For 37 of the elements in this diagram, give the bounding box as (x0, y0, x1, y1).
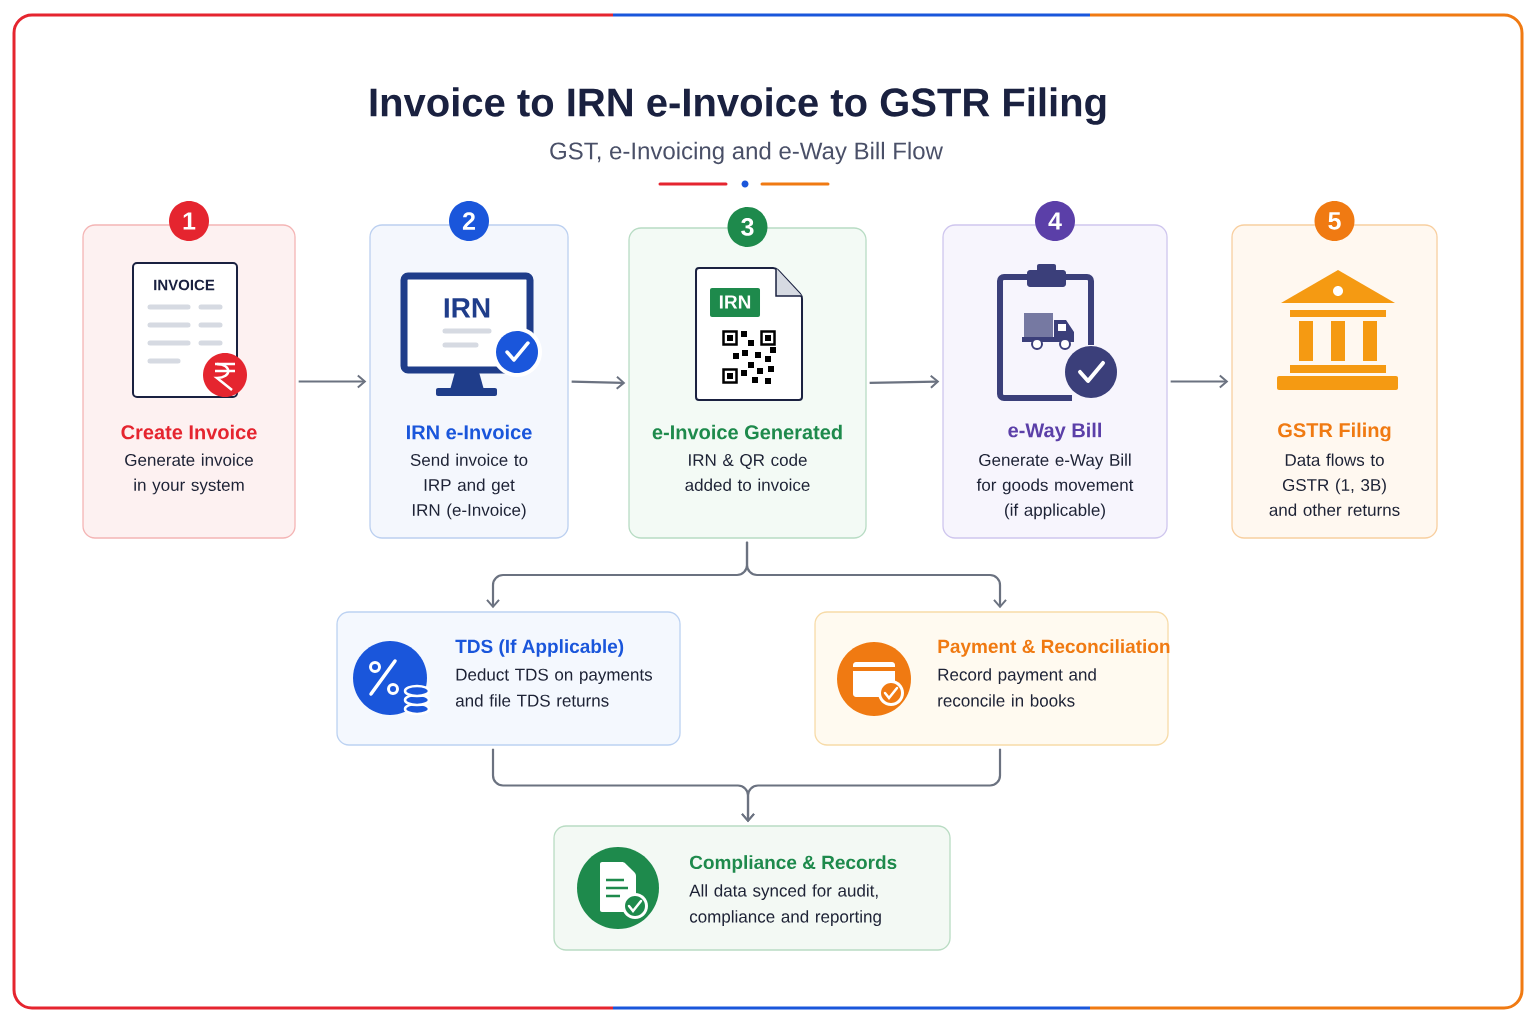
card-title: TDS (If Applicable) (455, 639, 624, 657)
step-card (628, 207, 867, 539)
step-description: Data flows to GSTR (1, 3B) and other returns (1269, 453, 1400, 516)
arrow (741, 748, 1002, 823)
step-title: e-Way Bill (1008, 422, 1101, 442)
step-card (82, 201, 296, 539)
card-description: All data synced for audit, compliance and reporting (689, 884, 881, 927)
number-badge: 3 (727, 207, 768, 247)
info-card (553, 825, 951, 951)
number-badge: 1 (169, 201, 209, 241)
step-card (942, 201, 1168, 539)
info-card (814, 611, 1170, 746)
number-badge: 4 (1035, 201, 1075, 241)
step-description: Send invoice to IRP and get IRN (e-Invoice) (410, 453, 528, 520)
step-description: Generate invoice in your system (125, 453, 253, 495)
step-title: Create Invoice (121, 424, 257, 440)
step-card (369, 201, 569, 539)
number-badge: 5 (1314, 201, 1355, 241)
arrow (869, 374, 940, 389)
arrow (1170, 374, 1229, 389)
step-card (1231, 201, 1438, 539)
step-description: IRN & QR code added to invoice (685, 453, 810, 491)
arrow (298, 374, 367, 389)
title: Invoice to IRN e-Invoice to GSTR Filing (370, 87, 1106, 125)
step-title: GSTR Filing (1278, 422, 1391, 442)
card-title: Compliance & Records (690, 855, 897, 873)
card-description: Deduct TDS on payments and file TDS returns (455, 668, 653, 707)
card-description: Record payment and reconcile in books (938, 668, 1096, 707)
arrow (745, 541, 1007, 609)
step-description: Generate e-Way Bill for goods movement (if applicable) (976, 453, 1134, 520)
number-badge: 2 (449, 201, 489, 241)
info-card (336, 611, 681, 746)
step-title: e-Invoice Generated (652, 424, 842, 440)
step-title: IRN e-Invoice (407, 424, 532, 440)
arrow (571, 375, 626, 390)
subtitle: GST, e-Invoicing and e-Way Bill Flow (550, 141, 943, 165)
card-title: Payment & Reconciliation (938, 639, 1170, 657)
